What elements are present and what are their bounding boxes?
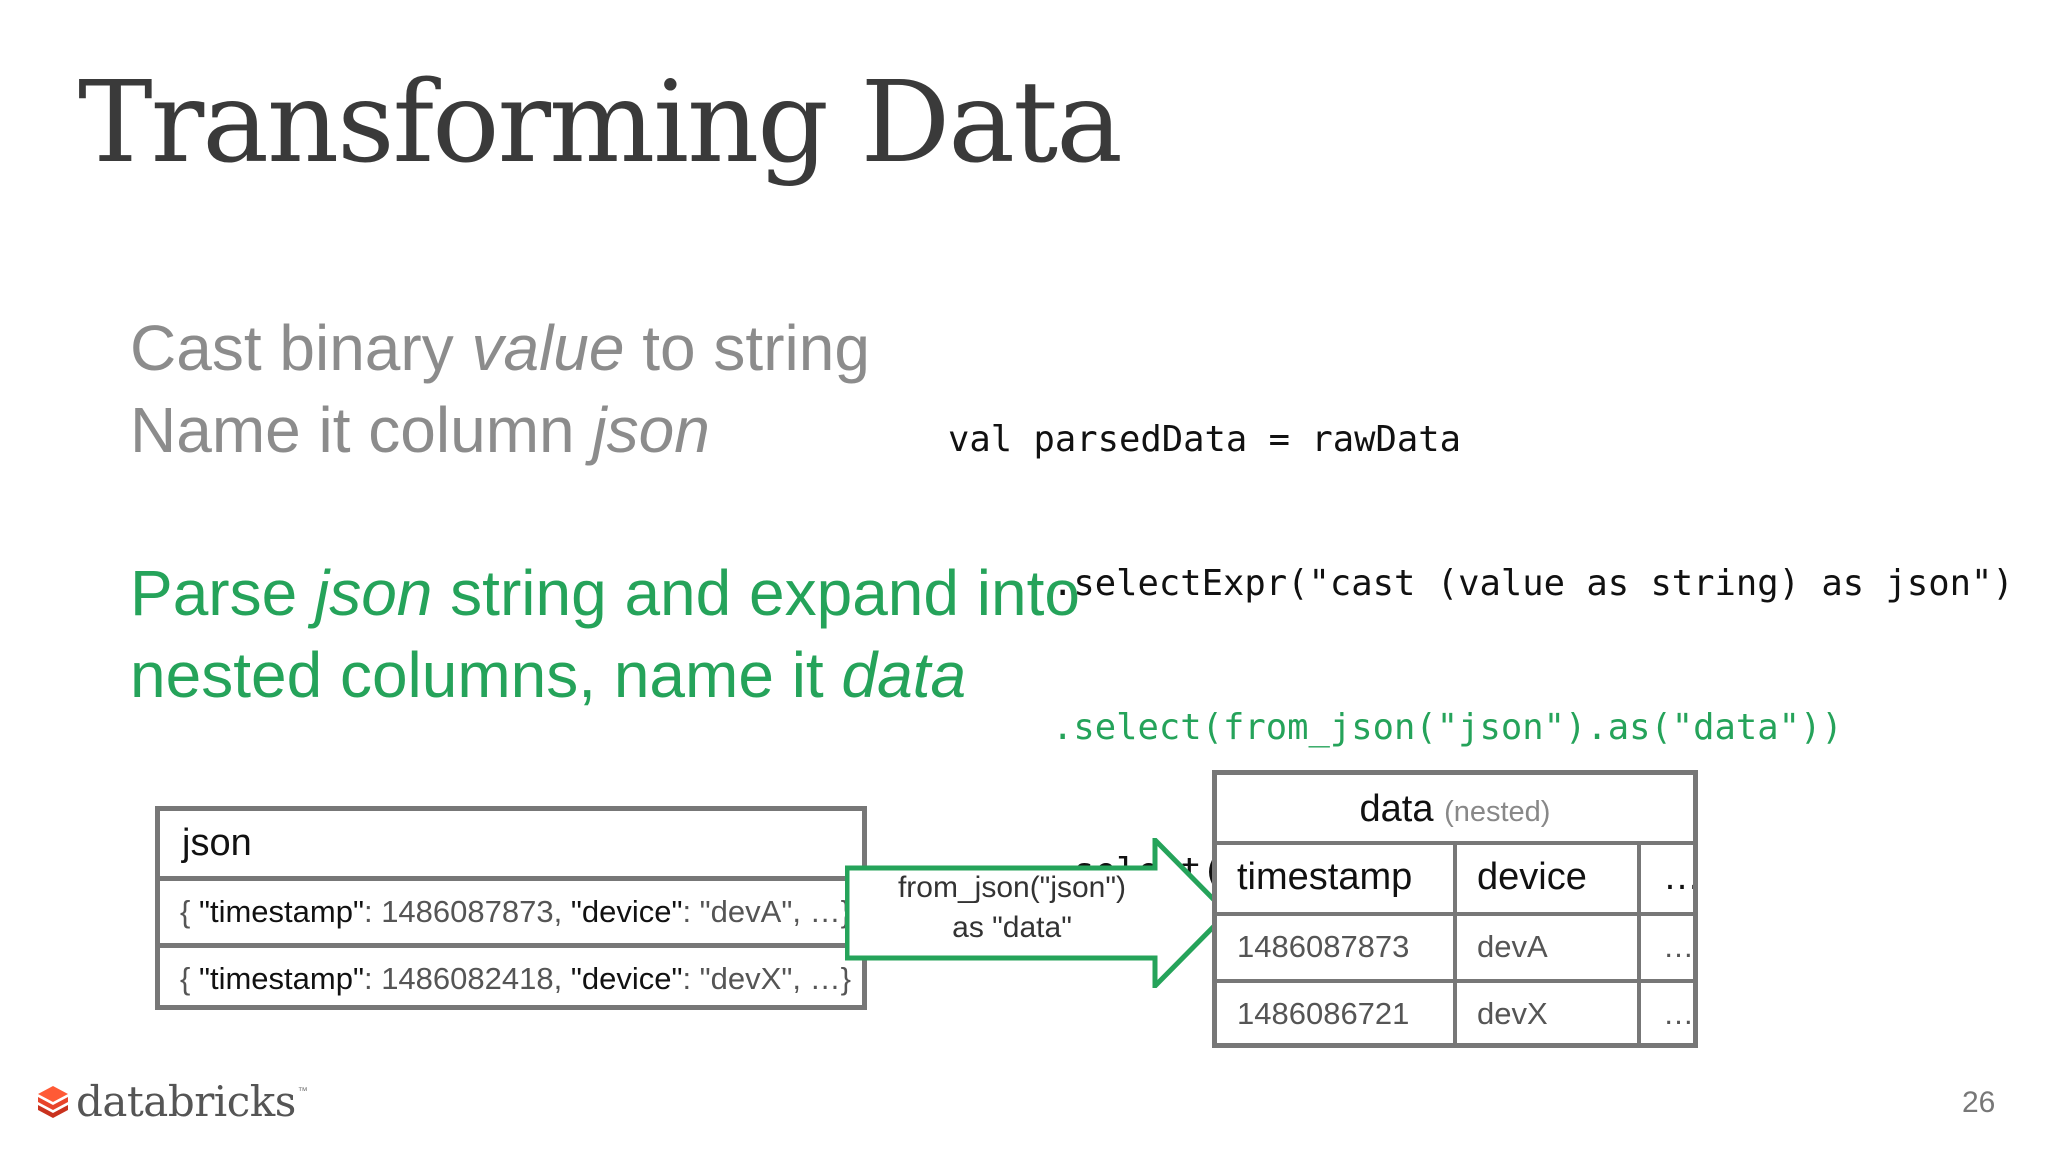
- json-key: "device": [570, 961, 683, 996]
- slide-title: Transforming Data: [78, 58, 1123, 188]
- data-table-note: (nested): [1444, 796, 1551, 828]
- data-table-name: data: [1359, 788, 1434, 830]
- code-line-3: .select(from_json("json").as("data")): [1052, 707, 1843, 748]
- text-span: Parse: [130, 557, 315, 629]
- text-span: {: [180, 961, 199, 996]
- column-header-timestamp: timestamp: [1217, 845, 1457, 912]
- data-table-title: data (nested): [1217, 775, 1693, 845]
- emphasis-json: json: [314, 557, 433, 629]
- arrow-label-line-1: from_json("json"): [897, 871, 1127, 904]
- emphasis-data: data: [841, 639, 967, 711]
- databricks-logo: databricks ™: [36, 1077, 308, 1126]
- parse-bullet: Parse json string and expand into nested…: [130, 552, 1080, 716]
- column-header-more: …: [1641, 845, 1693, 912]
- data-table-header-row: timestamp device …: [1217, 845, 1693, 912]
- arrow-label-line-2: as "data": [952, 911, 1072, 944]
- cell-device: devA: [1457, 916, 1641, 979]
- json-value: : 1486082418,: [363, 961, 571, 996]
- json-table-row: { "timestamp": 1486082418, "device": "de…: [160, 943, 862, 1005]
- parse-bullet-line-1: Parse json string and expand into: [130, 552, 1080, 634]
- json-key: "timestamp": [198, 894, 364, 929]
- text-span: to string: [624, 312, 870, 384]
- cast-bullet-line-1: Cast binary value to string: [130, 307, 870, 389]
- json-key: "timestamp": [198, 961, 364, 996]
- text-span: Cast binary: [130, 312, 472, 384]
- text-span: nested columns, name it: [130, 639, 842, 711]
- code-line-2: .selectExpr("cast (value as string) as j…: [1052, 563, 2014, 604]
- cell-timestamp: 1486086721: [1217, 983, 1457, 1043]
- arrow-label: from_json("json") as "data": [862, 868, 1162, 948]
- cell-more: …: [1663, 996, 1693, 1031]
- text-span: {: [180, 894, 199, 929]
- parse-bullet-line-2: nested columns, name it data: [130, 634, 1080, 716]
- text-span: string and expand into: [432, 557, 1080, 629]
- cell-timestamp: 1486087873: [1217, 916, 1457, 979]
- transform-arrow-icon: [845, 838, 1231, 988]
- json-table-header: json: [160, 811, 862, 881]
- page-number: 26: [1962, 1086, 1996, 1119]
- json-value: : "devX", …}: [682, 961, 851, 996]
- code-line-1: val parsedData = rawData: [948, 419, 1461, 460]
- databricks-logo-icon: [38, 1085, 68, 1118]
- logo-wordmark: databricks: [76, 1077, 296, 1126]
- json-key: "device": [570, 894, 683, 929]
- cast-bullet-line-2: Name it column json: [130, 389, 870, 471]
- json-table-row: { "timestamp": 1486087873, "device": "de…: [160, 881, 862, 943]
- emphasis-json: json: [592, 394, 710, 466]
- cell-more: …: [1663, 929, 1693, 964]
- cast-bullet: Cast binary value to string Name it colu…: [130, 307, 870, 471]
- logo-trademark: ™: [297, 1086, 308, 1097]
- data-table: data (nested) timestamp device … 1486087…: [1212, 770, 1698, 1048]
- table-row: 1486087873 devA …: [1217, 912, 1693, 979]
- json-value: : "devA", …}: [682, 894, 851, 929]
- column-header-device: device: [1457, 845, 1641, 912]
- json-table: json { "timestamp": 1486087873, "device"…: [155, 806, 867, 1010]
- json-value: : 1486087873,: [363, 894, 571, 929]
- emphasis-value: value: [471, 312, 625, 384]
- table-row: 1486086721 devX …: [1217, 979, 1693, 1043]
- cell-device: devX: [1457, 983, 1641, 1043]
- text-span: Name it column: [130, 394, 593, 466]
